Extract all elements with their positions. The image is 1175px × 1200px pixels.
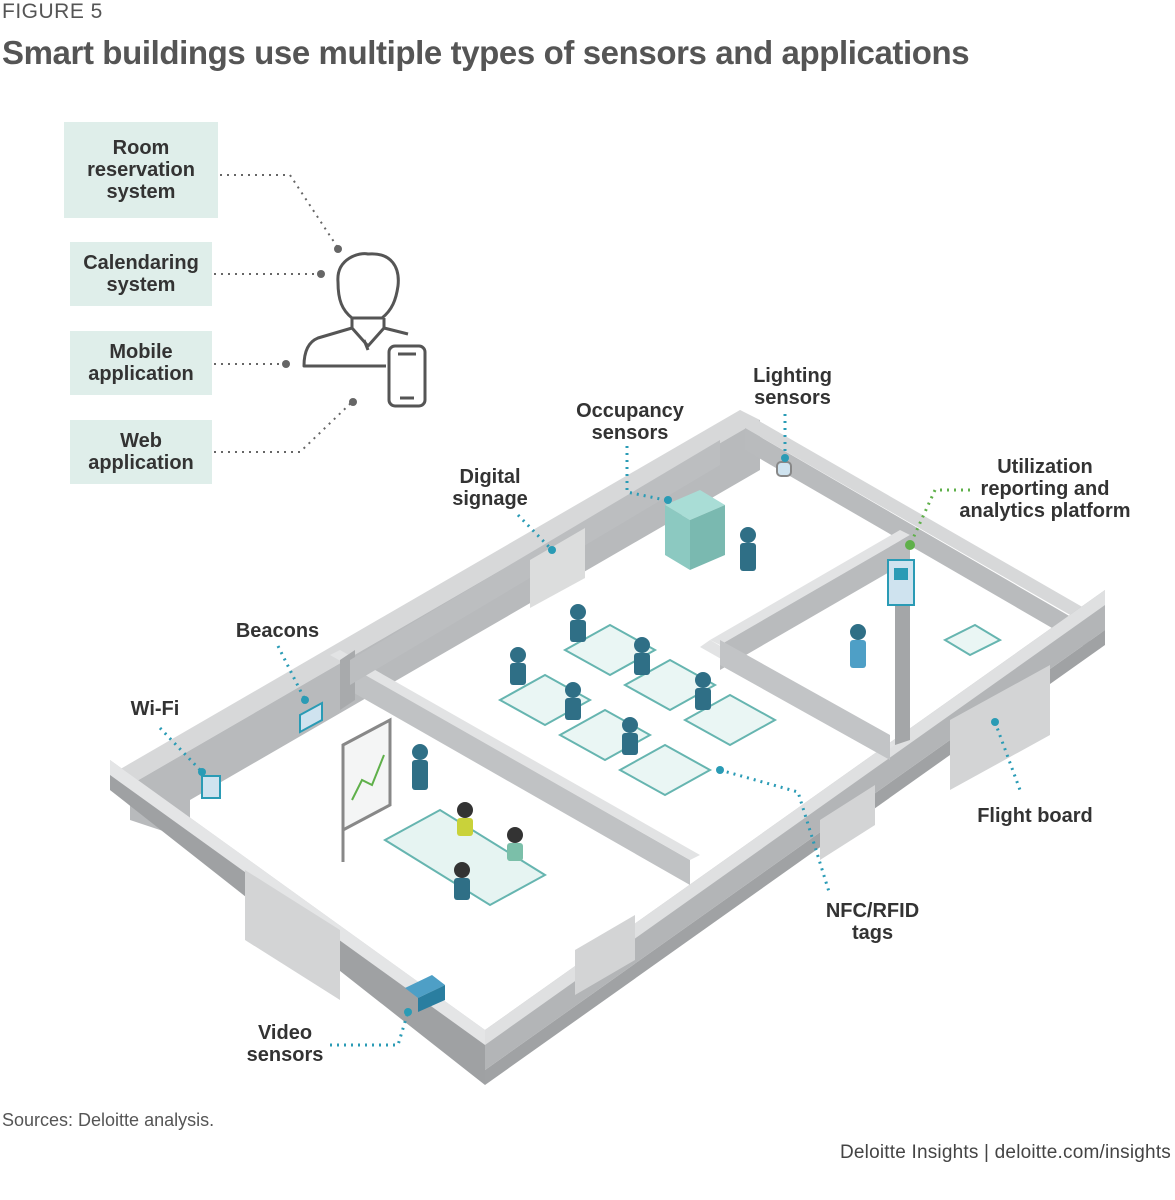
lighting-sensor-icon (776, 461, 792, 477)
user-icon (302, 252, 409, 368)
beacons-label: Beacons (235, 620, 320, 642)
whiteboard-icon (341, 717, 392, 862)
kiosk-icon (887, 559, 915, 606)
video-camera-icon (405, 975, 445, 1012)
mobile-application-box: Mobile application (70, 331, 212, 395)
credit-line: Deloitte Insights | deloitte.com/insight… (839, 1142, 1171, 1163)
callout-connectors (158, 414, 1022, 1047)
occupancy-sensors-label: Occupancy sensors (576, 400, 684, 444)
people (412, 527, 866, 900)
digital-signage-label: Digital signage (452, 466, 528, 510)
phone-icon (387, 344, 427, 408)
nfc-rfid-label: NFC/RFID tags (825, 900, 920, 944)
web-application-box: Web application (70, 420, 212, 484)
wifi-label: Wi-Fi (130, 698, 180, 720)
utilization-platform-label: Utilization reporting and analytics plat… (959, 456, 1131, 522)
wifi-device-icon (201, 775, 221, 799)
figure-title: Smart buildings use multiple types of se… (2, 34, 970, 71)
flight-board-label: Flight board (977, 805, 1093, 827)
video-sensors-label: Video sensors (246, 1022, 324, 1066)
source-note: Sources: Deloitte analysis. (2, 1110, 215, 1130)
cabinet (665, 490, 725, 570)
figure-label: FIGURE 5 (2, 0, 103, 23)
app-connectors (214, 174, 353, 453)
calendaring-box: Calendaring system (70, 242, 212, 306)
lighting-sensors-label: Lighting sensors (753, 365, 832, 409)
room-reservation-box: Room reservation system (64, 122, 218, 218)
beacon-device-icon (299, 701, 323, 734)
desks (497, 623, 1003, 797)
